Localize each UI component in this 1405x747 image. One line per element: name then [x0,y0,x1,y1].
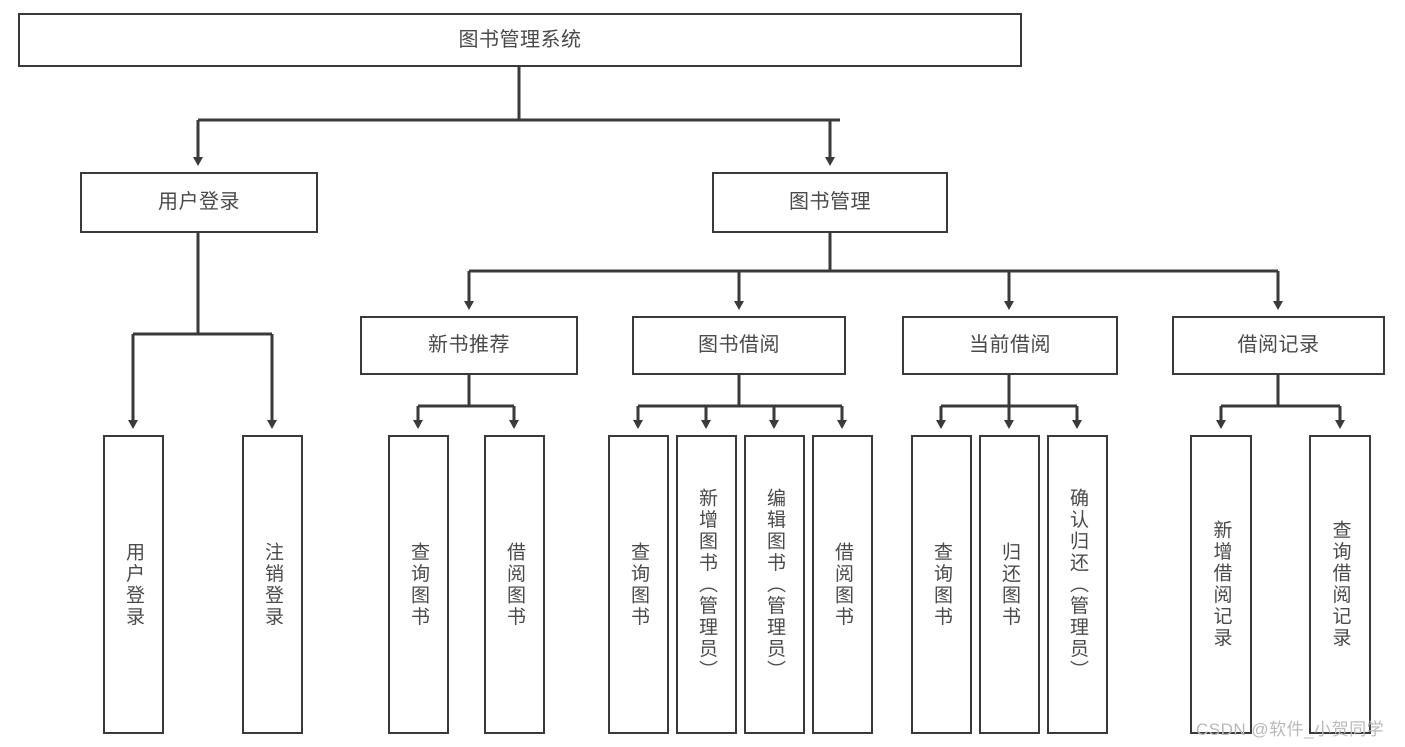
node-book-borrow-label: 图书借阅 [698,334,780,357]
node-leaf-query-book-3-label: 查询图书 [931,541,952,628]
node-borrow-record[interactable]: 借阅记录 [1172,316,1385,375]
node-leaf-query-book-1-label: 查询图书 [408,541,429,628]
node-leaf-borrow-book-2-label: 借阅图书 [832,541,853,628]
node-leaf-add-record[interactable]: 新增借阅记录 [1190,435,1252,734]
node-leaf-query-record[interactable]: 查询借阅记录 [1309,435,1371,734]
node-leaf-query-book-2-label: 查询图书 [628,541,649,628]
node-leaf-query-book-2[interactable]: 查询图书 [608,435,669,734]
node-leaf-logout[interactable]: 注销登录 [242,435,303,734]
node-user-login-label: 用户登录 [158,191,240,214]
node-leaf-user-login-label: 用户登录 [123,541,144,628]
node-leaf-borrow-book-1[interactable]: 借阅图书 [484,435,545,734]
node-leaf-logout-label: 注销登录 [262,541,283,628]
node-leaf-edit-book-label: 编辑图书（管理员） [764,487,785,682]
node-root-label: 图书管理系统 [458,28,582,51]
node-leaf-borrow-book-2[interactable]: 借阅图书 [812,435,873,734]
node-leaf-query-book-3[interactable]: 查询图书 [911,435,972,734]
node-new-book-rec-label: 新书推荐 [428,334,510,357]
node-user-login[interactable]: 用户登录 [80,172,318,233]
node-borrow-record-label: 借阅记录 [1237,334,1320,357]
node-current-borrow[interactable]: 当前借阅 [902,316,1118,375]
node-leaf-query-book-1[interactable]: 查询图书 [388,435,449,734]
node-leaf-confirm-return[interactable]: 确认归还（管理员） [1047,435,1108,734]
node-leaf-user-login[interactable]: 用户登录 [103,435,164,734]
node-root[interactable]: 图书管理系统 [18,13,1022,67]
node-leaf-query-record-label: 查询借阅记录 [1329,520,1351,649]
node-leaf-confirm-return-label: 确认归还（管理员） [1067,487,1088,682]
node-leaf-add-record-label: 新增借阅记录 [1210,520,1232,649]
node-leaf-edit-book[interactable]: 编辑图书（管理员） [744,435,805,734]
node-leaf-borrow-book-1-label: 借阅图书 [504,541,525,628]
csdn-watermark: CSDN @软件_小贺同学 [1196,720,1385,739]
node-new-book-rec[interactable]: 新书推荐 [360,316,578,375]
node-leaf-add-book-label: 新增图书（管理员） [696,487,717,682]
node-book-borrow[interactable]: 图书借阅 [632,316,846,375]
node-leaf-return-book[interactable]: 归还图书 [979,435,1040,734]
node-book-manage-label: 图书管理 [789,191,871,214]
node-book-manage[interactable]: 图书管理 [712,172,948,233]
node-leaf-return-book-label: 归还图书 [999,541,1020,628]
node-current-borrow-label: 当前借阅 [969,334,1051,357]
node-leaf-add-book[interactable]: 新增图书（管理员） [676,435,737,734]
